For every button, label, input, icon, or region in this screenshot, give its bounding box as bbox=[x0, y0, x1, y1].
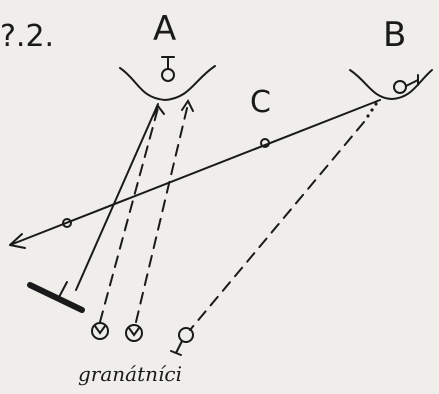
grenadier-3-icon bbox=[170, 327, 194, 356]
trench-b bbox=[349, 69, 433, 101]
caption: granátníci bbox=[78, 362, 183, 386]
grenadier-1-icon bbox=[91, 322, 109, 340]
soldier-b-icon bbox=[393, 74, 419, 94]
trajectory-a-right bbox=[135, 103, 189, 323]
soldier-a-icon bbox=[161, 56, 175, 82]
trench-a bbox=[119, 65, 216, 102]
trajectory-b bbox=[189, 121, 365, 331]
arrow-tip-right-icon bbox=[181, 99, 194, 112]
grenadier-2-icon bbox=[125, 324, 143, 342]
point-label-b: B bbox=[383, 15, 407, 55]
barrier bbox=[27, 281, 85, 313]
point-label-a: A bbox=[153, 9, 177, 49]
dotted-segment bbox=[366, 102, 378, 118]
line-barrier-to-a bbox=[75, 103, 159, 291]
point-label-c: C bbox=[250, 85, 271, 120]
figure-number: ?.2. bbox=[0, 19, 55, 54]
throw-line-bc bbox=[9, 99, 381, 249]
